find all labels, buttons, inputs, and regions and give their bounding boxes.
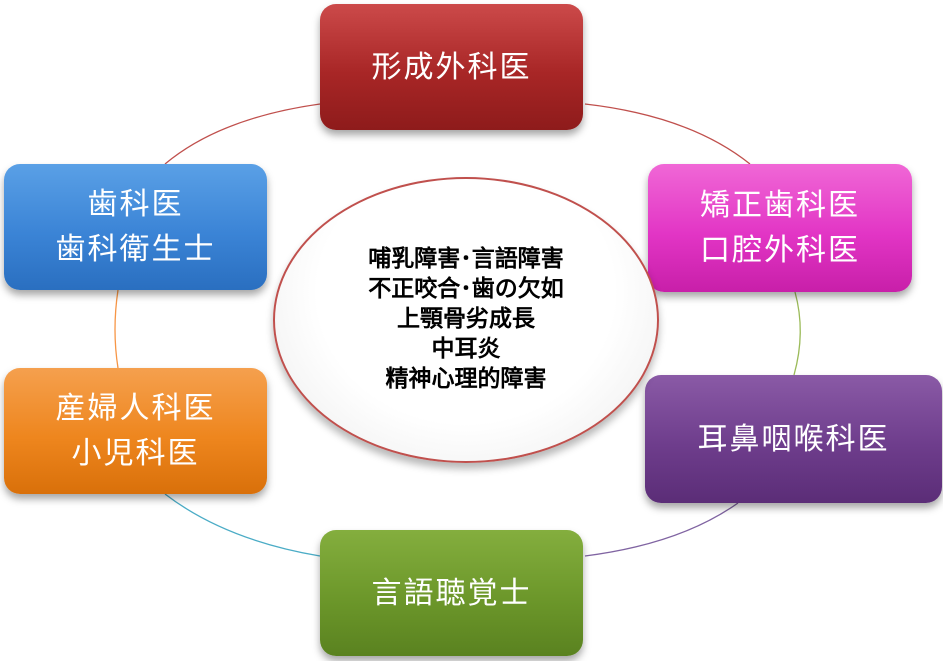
node-label: 歯科医 [87,187,184,222]
connector-obped-dental [114,289,119,369]
node-label: 言語聴覚士 [371,575,532,611]
node-label: 歯科衛生士 [55,232,216,267]
disorder-item: 中耳炎 [431,335,501,362]
node-label: 産婦人科医 [55,391,216,426]
node-orthodontist-oral-surgeon: 矯正歯科医 口腔外科医 [648,164,912,292]
node-obstetrics-pediatrics: 産婦人科医 小児科医 [4,368,267,494]
node-speech-therapist: 言語聴覚士 [320,530,583,656]
disorder-item: 不正咬合･歯の欠如 [368,276,564,303]
connector-ortho-ent [793,291,801,376]
node-dentist-hygienist: 歯科医 歯科衛生士 [4,164,267,290]
node-label: 口腔外科医 [700,233,860,268]
node-label: 小児科医 [71,436,200,471]
connector-st-obped [164,493,321,557]
connector-plastic-ortho [584,103,751,165]
disorder-item: 上顎骨劣成長 [397,306,535,333]
connector-ent-st [584,502,739,557]
node-label: 形成外科医 [371,49,532,85]
disorder-item: 哺乳障害･言語障害 [368,246,564,273]
disorder-item: 精神心理的障害 [385,365,547,392]
node-label: 耳鼻咽喉科医 [697,421,890,457]
connector-dental-plastic [164,103,321,165]
node-label: 矯正歯科医 [700,188,860,223]
node-ent-doctor: 耳鼻咽喉科医 [645,375,942,503]
node-plastic-surgeon: 形成外科医 [320,4,583,130]
center-disorders-ellipse: 哺乳障害･言語障害 不正咬合･歯の欠如 上顎骨劣成長 中耳炎 精神心理的障害 [273,177,659,463]
